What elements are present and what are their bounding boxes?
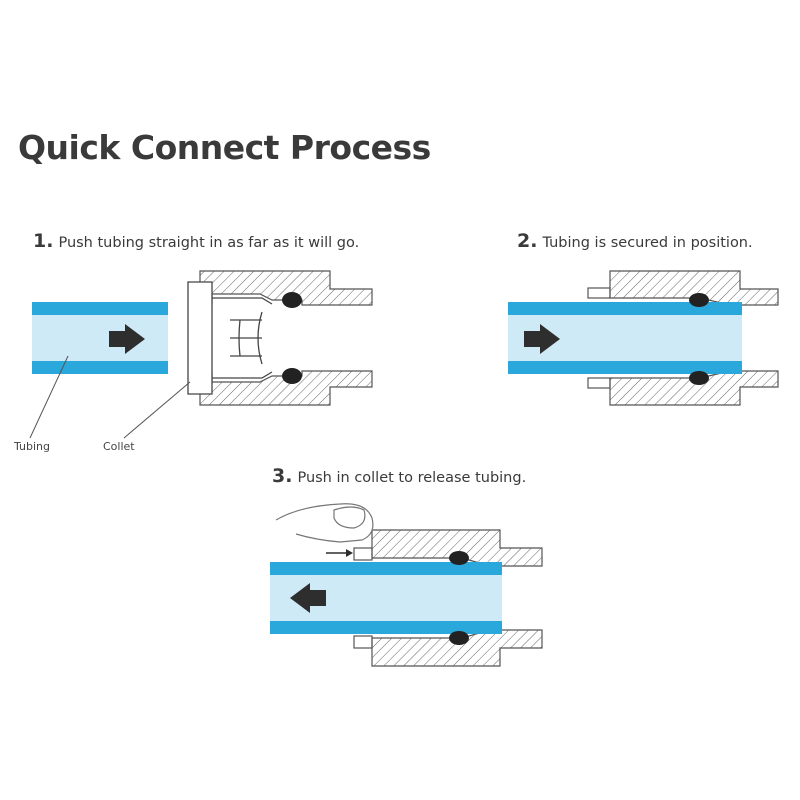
finger-icon	[275, 503, 374, 543]
step-3-caption: 3.Push in collet to release tubing.	[272, 465, 526, 487]
tubing-leader-line	[29, 355, 69, 439]
push-in-arrow-icon	[109, 324, 145, 354]
o-ring-icon	[282, 368, 302, 384]
step-2-tubing	[508, 302, 742, 374]
step-2-diagram	[508, 270, 779, 406]
page-title: Quick Connect Process	[18, 128, 431, 167]
step-3-diagram	[270, 503, 543, 667]
o-ring-icon	[689, 293, 709, 307]
tubing-label: Tubing	[14, 440, 51, 453]
step-2-number: 2.	[517, 230, 538, 252]
o-ring-icon	[689, 371, 709, 385]
push-collet-arrow-icon	[326, 549, 353, 557]
step-3-text: Push in collet to release tubing.	[297, 470, 527, 486]
push-in-arrow-icon	[524, 324, 560, 354]
step-3-number: 3.	[272, 465, 293, 487]
step-2-caption: 2.Tubing is secured in position.	[517, 230, 753, 252]
o-ring-icon	[449, 551, 469, 565]
pull-out-arrow-icon	[290, 583, 326, 613]
step-3-tubing	[270, 562, 502, 634]
step-1-caption: 1.Push tubing straight in as far as it w…	[33, 230, 359, 252]
step-1-diagram	[29, 270, 373, 439]
step-1-tubing	[32, 302, 168, 374]
step-1-collet	[187, 281, 273, 395]
step-1-number: 1.	[33, 230, 54, 252]
o-ring-icon	[449, 631, 469, 645]
collet-leader-line	[123, 381, 191, 439]
o-ring-icon	[282, 292, 302, 308]
step-1-fitting-body	[199, 270, 373, 406]
step-2-text: Tubing is secured in position.	[542, 235, 753, 251]
collet-label: Collet	[103, 440, 135, 453]
step-1-text: Push tubing straight in as far as it wil…	[58, 235, 360, 251]
